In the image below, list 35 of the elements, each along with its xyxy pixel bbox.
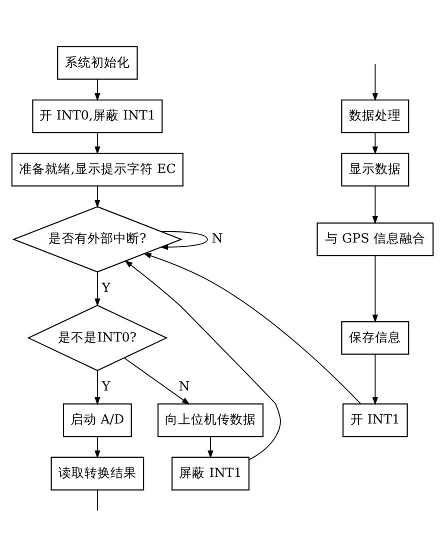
node-box: 向上位机传数据	[158, 403, 264, 438]
edge-label: Y	[102, 378, 110, 394]
arrow	[94, 186, 100, 208]
arrow	[143, 253, 362, 404]
arrow	[94, 370, 100, 406]
node-box: 读取转换结果	[50, 456, 144, 490]
arrow	[160, 231, 208, 250]
node-diamond: 是不是INT0?	[27, 304, 168, 372]
node-box: 开 INT0,屏蔽 INT1	[32, 99, 163, 134]
edge-label: N	[178, 378, 190, 394]
node-box: 数据处理	[341, 99, 410, 134]
node-box: 与 GPS 信息融合	[316, 222, 434, 256]
arrow	[94, 78, 100, 102]
arrow	[124, 260, 281, 460]
arrow	[372, 255, 378, 323]
arrow	[372, 354, 378, 406]
node-box: 屏蔽 INT1	[172, 456, 250, 490]
arrow	[372, 64, 378, 102]
node-box: 保存信息	[341, 321, 410, 355]
arrow	[94, 271, 100, 307]
arrow	[208, 436, 214, 459]
arrow	[372, 186, 378, 224]
arrow	[94, 436, 100, 459]
edge-label: Y	[102, 280, 110, 295]
node-box: 开 INT1	[342, 403, 408, 438]
connector	[96, 490, 98, 512]
arrow	[94, 132, 100, 155]
node-box: 显示数据	[341, 152, 410, 186]
edge-label: N	[212, 230, 223, 246]
node-box: 系统初始化	[57, 46, 138, 80]
node-box: 准备就绪,显示提示字符 EC	[11, 152, 184, 186]
arrow	[372, 132, 378, 155]
arrow	[124, 357, 190, 405]
node-diamond: 是否有外部中断?	[12, 206, 183, 272]
node-box: 启动 A/D	[62, 403, 132, 438]
